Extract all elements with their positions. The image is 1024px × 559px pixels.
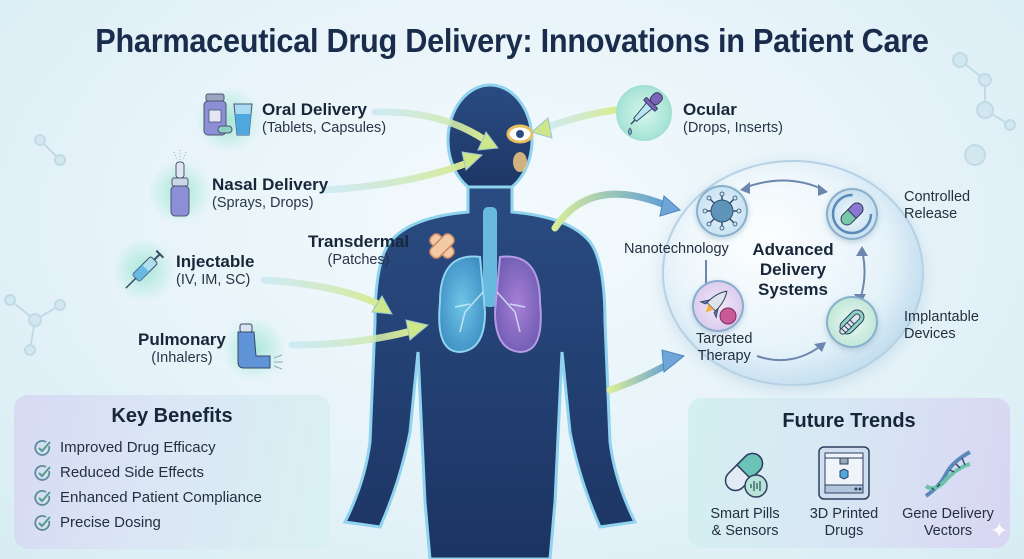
bandage-patch-icon — [429, 233, 455, 259]
route-oral: Oral Delivery (Tablets, Capsules) — [262, 100, 386, 136]
targeted-therapy-node — [692, 280, 744, 332]
check-circle-icon — [34, 464, 51, 481]
route-nasal-title: Nasal Delivery — [212, 175, 329, 194]
smart-pill-sensor-icon — [724, 452, 768, 498]
sparkle-watermark-icon: ✦ — [990, 518, 1009, 543]
route-injectable-sub: (IV, IM, SC) — [176, 272, 251, 288]
check-circle-icon — [34, 439, 51, 456]
check-circle-icon — [34, 489, 51, 506]
route-transdermal-sub: (Patches) — [327, 252, 390, 268]
timed-capsule-icon — [831, 193, 873, 235]
advanced-delivery-systems-title: Advanced Delivery Systems — [752, 240, 834, 299]
route-ocular-title: Ocular — [683, 100, 737, 119]
route-ocular-sub: (Drops, Inserts) — [683, 120, 783, 136]
trend-gene-delivery-vectors: Gene Delivery Vectors — [902, 506, 994, 539]
nasal-spray-icon — [170, 150, 190, 217]
route-transdermal-title: Transdermal — [308, 232, 410, 251]
nanotechnology-label: Nanotechnology — [624, 241, 729, 257]
key-benefits-title: Key Benefits — [111, 405, 233, 427]
implant-device-icon — [839, 309, 865, 335]
left-lung — [438, 255, 487, 354]
advanced-systems-cycle-arrows — [705, 179, 868, 362]
future-trends-panel: Future Trends Smart Pills & Sensors 3D P… — [688, 398, 1010, 548]
key-benefits-list: Improved Drug Efficacy Reduced Side Effe… — [34, 435, 262, 535]
nanotechnology-node — [696, 185, 748, 237]
route-injectable: Injectable (IV, IM, SC) — [176, 252, 254, 288]
route-pulmonary: Pulmonary (Inhalers) — [138, 330, 226, 366]
rocket-target-cell-icon — [699, 290, 737, 325]
benefit-item: Improved Drug Efficacy — [34, 435, 262, 460]
human-body-figure — [342, 83, 638, 559]
dna-helix-icon — [924, 450, 971, 498]
controlled-release-node — [826, 188, 878, 240]
controlled-release-label: Controlled Release — [904, 189, 971, 222]
implantable-devices-node — [826, 296, 878, 348]
key-benefits-panel: Key Benefits Improved Drug Efficacy Redu… — [14, 395, 330, 549]
check-circle-icon — [34, 514, 51, 531]
benefit-item: Enhanced Patient Compliance — [34, 485, 262, 510]
route-oral-sub: (Tablets, Capsules) — [262, 120, 387, 136]
syringe-icon — [125, 249, 165, 289]
route-injectable-title: Injectable — [176, 252, 255, 271]
route-pulmonary-title: Pulmonary — [138, 330, 226, 349]
trend-3d-printed-drugs: 3D Printed Drugs — [809, 506, 879, 539]
3d-printer-icon — [818, 446, 870, 500]
pill-bottle-and-glass-icon — [203, 93, 253, 136]
route-oral-title: Oral Delivery — [262, 100, 367, 119]
route-nasal: Nasal Delivery (Sprays, Drops) — [212, 175, 328, 211]
inhaler-icon — [237, 323, 283, 370]
right-lung — [493, 255, 542, 354]
route-pulmonary-sub: (Inhalers) — [151, 350, 213, 366]
page-title: Pharmaceutical Drug Delivery: Innovation… — [95, 22, 929, 59]
trend-smart-pills: Smart Pills & Sensors — [710, 506, 780, 539]
benefit-item: Precise Dosing — [34, 510, 262, 535]
future-trends-title: Future Trends — [782, 410, 916, 432]
route-nasal-sub: (Sprays, Drops) — [212, 195, 314, 211]
eye-dropper-icon — [628, 92, 663, 136]
nanoparticle-virus-icon — [702, 191, 742, 231]
benefit-item: Reduced Side Effects — [34, 460, 262, 485]
route-transdermal: Transdermal (Patches) — [308, 232, 409, 268]
targeted-therapy-label: Targeted Therapy — [696, 331, 753, 364]
route-ocular: Ocular (Drops, Inserts) — [683, 100, 783, 136]
implantable-devices-label: Implantable Devices — [904, 309, 979, 342]
